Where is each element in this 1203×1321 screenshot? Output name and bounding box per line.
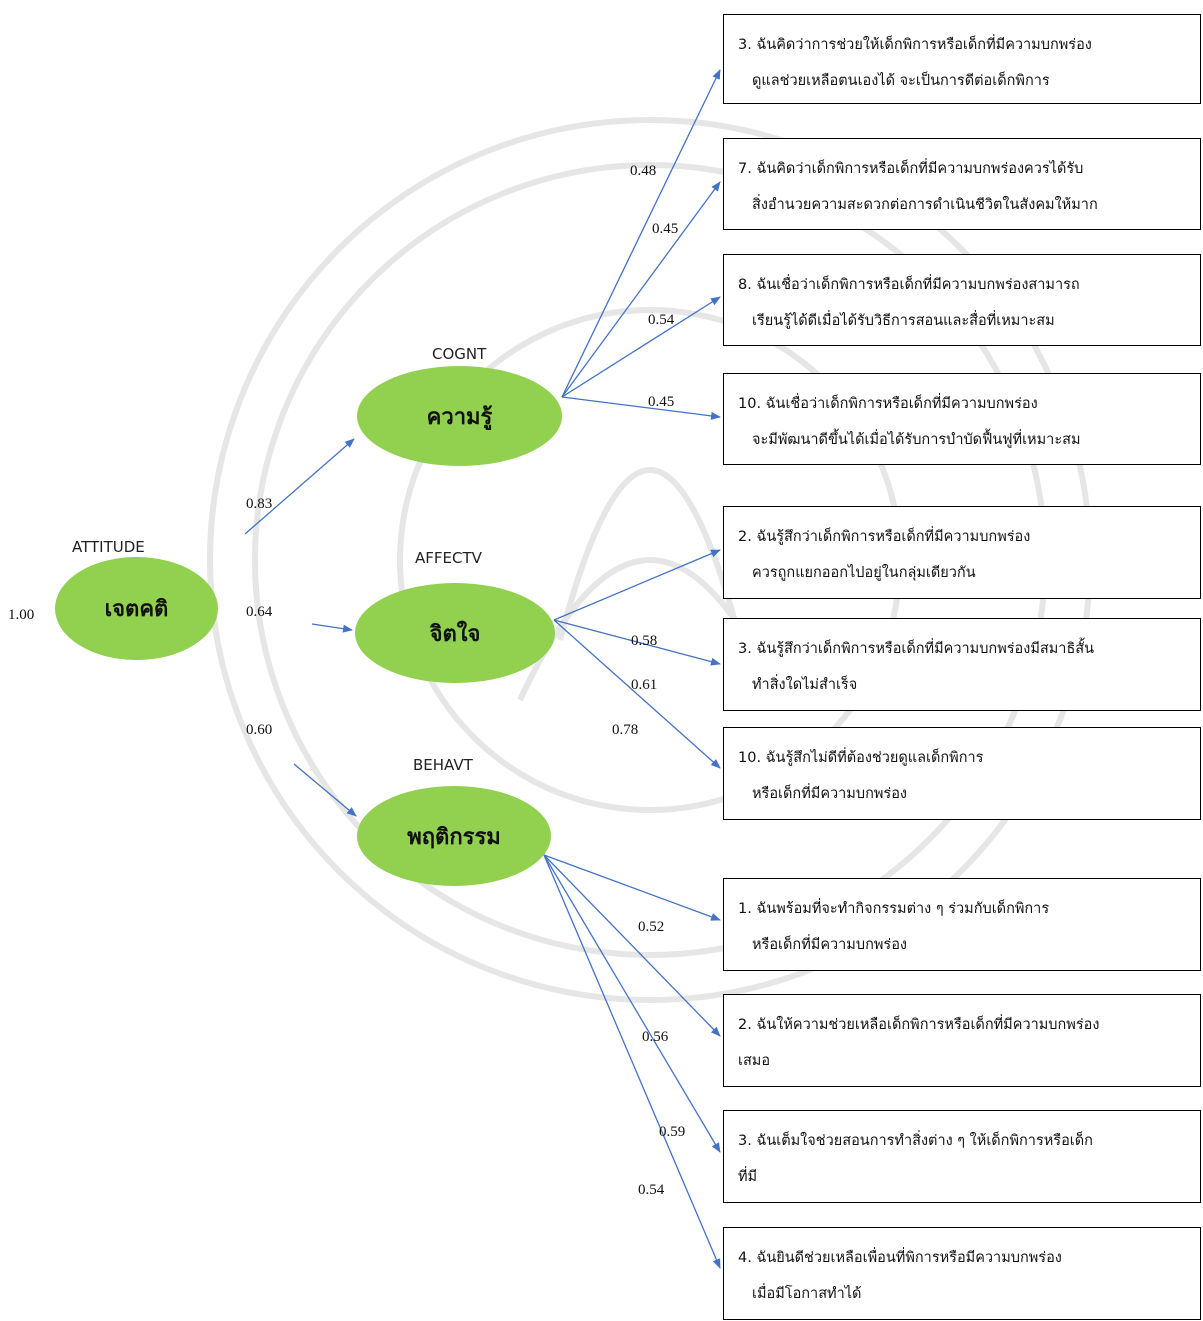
- arrow-attitude-affectv: [311, 623, 353, 633]
- node-cognt: ความรู้: [357, 366, 562, 466]
- arrow-cognt-item-2: [561, 181, 721, 398]
- item-text: หรือเด็กที่มีความบกพร่อง: [752, 786, 907, 802]
- item-text: จะมีพัฒนาดีขึ้นได้เมื่อได้รับการบำบัดฟื้…: [752, 432, 1081, 448]
- item-text: 10. ฉันรู้สึกไม่ดีที่ต้องช่วยดูแลเด็กพิก…: [738, 750, 984, 766]
- loading-behavt-3: 0.59: [659, 1124, 686, 1140]
- item-box-behavt-3: 3. ฉันเต็มใจช่วยสอนการทำสิ่งต่าง ๆ ให้เด…: [723, 1110, 1201, 1203]
- item-box-cognt-8: 8. ฉันเชื่อว่าเด็กพิการหรือเด็กที่มีความ…: [723, 254, 1201, 346]
- item-text: ดูแลช่วยเหลือตนเองได้ จะเป็นการดีต่อเด็ก…: [752, 73, 1050, 89]
- item-text: 7. ฉันคิดว่าเด็กพิการหรือเด็กที่มีความบก…: [738, 161, 1084, 177]
- arrow-behavt-item-4: [543, 854, 721, 1269]
- item-text: 4. ฉันยินดีช่วยเหลือเพื่อนที่พิการหรือมี…: [738, 1250, 1062, 1266]
- item-text: 3. ฉันรู้สึกว่าเด็กพิการหรือเด็กที่มีควา…: [738, 641, 1095, 657]
- item-box-cognt-7: 7. ฉันคิดว่าเด็กพิการหรือเด็กที่มีความบก…: [723, 138, 1201, 230]
- loading-cognt-4: 0.45: [648, 394, 675, 410]
- attitude-variance: 1.00: [8, 607, 35, 623]
- item-box-affectv-3: 3. ฉันรู้สึกว่าเด็กพิการหรือเด็กที่มีควา…: [723, 618, 1201, 711]
- item-text: หรือเด็กที่มีความบกพร่อง: [752, 937, 907, 953]
- item-text: 3. ฉันคิดว่าการช่วยให้เด็กพิการหรือเด็กท…: [738, 37, 1092, 53]
- item-text: สิ่งอำนวยความสะดวกต่อการดำเนินชีวิตในสัง…: [752, 197, 1098, 213]
- arrow-attitude-cognt: [244, 438, 355, 535]
- item-box-cognt-10: 10. ฉันเชื่อว่าเด็กพิการหรือเด็กที่มีควา…: [723, 373, 1201, 465]
- item-box-behavt-4: 4. ฉันยินดีช่วยเหลือเพื่อนที่พิการหรือมี…: [723, 1227, 1201, 1320]
- node-behavt: พฤติกรรม: [357, 786, 551, 886]
- item-text: เรียนรู้ได้ดีเมื่อได้รับวิธีการสอนและสื่…: [752, 313, 1055, 329]
- arrow-affectv-item-2: [553, 619, 721, 666]
- item-text: 10. ฉันเชื่อว่าเด็กพิการหรือเด็กที่มีควา…: [738, 396, 1038, 412]
- cognt-label: ความรู้: [426, 404, 493, 430]
- item-box-affectv-2: 2. ฉันรู้สึกว่าเด็กพิการหรือเด็กที่มีควา…: [723, 506, 1201, 599]
- loading-cognt-2: 0.45: [652, 221, 679, 237]
- item-text: ที่มี: [738, 1169, 758, 1185]
- arrow-behavt-item-3: [543, 854, 721, 1153]
- behavt-tag: BEHAVT: [413, 756, 473, 774]
- path-coef-cognt: 0.83: [246, 496, 273, 512]
- arrow-cognt-item-4: [561, 396, 721, 420]
- arrow-affectv-item-3: [553, 619, 721, 769]
- item-text: เมื่อมีโอกาสทำได้: [752, 1286, 862, 1302]
- behavt-label: พฤติกรรม: [407, 824, 501, 850]
- arrow-affectv-item-1: [553, 549, 721, 621]
- arrow-cognt-item-3: [561, 296, 721, 398]
- item-box-behavt-1: 1. ฉันพร้อมที่จะทำกิจกรรมต่าง ๆ ร่วมกับเ…: [723, 878, 1201, 971]
- node-affectv: จิตใจ: [355, 583, 555, 683]
- node-attitude: เจตคติ: [55, 557, 218, 660]
- item-box-affectv-10: 10. ฉันรู้สึกไม่ดีที่ต้องช่วยดูแลเด็กพิก…: [723, 727, 1201, 820]
- item-text: 8. ฉันเชื่อว่าเด็กพิการหรือเด็กที่มีความ…: [738, 277, 1080, 293]
- affectv-tag: AFFECTV: [415, 549, 482, 567]
- item-text: ควรถูกแยกออกไปอยู่ในกลุ่มเดียวกัน: [752, 565, 976, 581]
- loading-behavt-2: 0.56: [642, 1029, 669, 1045]
- attitude-label: เจตคติ: [104, 597, 169, 622]
- loading-affectv-1: 0.58: [631, 633, 658, 649]
- cognt-tag: COGNT: [432, 345, 487, 363]
- path-coef-affectv: 0.64: [246, 604, 273, 620]
- attitude-tag: ATTITUDE: [72, 538, 145, 556]
- arrow-behavt-item-1: [543, 854, 721, 921]
- item-text: ทำสิ่งใดไม่สำเร็จ: [752, 677, 858, 693]
- item-text: 2. ฉันรู้สึกว่าเด็กพิการหรือเด็กที่มีควา…: [738, 529, 1031, 545]
- item-text: เสมอ: [738, 1053, 771, 1069]
- loading-affectv-3: 0.78: [612, 722, 639, 738]
- loading-behavt-4: 0.54: [638, 1182, 665, 1198]
- item-box-behavt-2: 2. ฉันให้ความช่วยเหลือเด็กพิการหรือเด็กท…: [723, 994, 1201, 1087]
- item-text: 3. ฉันเต็มใจช่วยสอนการทำสิ่งต่าง ๆ ให้เด…: [738, 1133, 1093, 1149]
- loading-cognt-1: 0.48: [630, 163, 657, 179]
- affectv-label: จิตใจ: [429, 621, 481, 647]
- item-box-cognt-3: 3. ฉันคิดว่าการช่วยให้เด็กพิการหรือเด็กท…: [723, 14, 1201, 104]
- item-text: 2. ฉันให้ความช่วยเหลือเด็กพิการหรือเด็กท…: [738, 1017, 1100, 1033]
- item-text: 1. ฉันพร้อมที่จะทำกิจกรรมต่าง ๆ ร่วมกับเ…: [738, 901, 1050, 917]
- path-coef-behavt: 0.60: [246, 722, 273, 738]
- arrow-attitude-behavt: [293, 763, 357, 817]
- loading-behavt-1: 0.52: [638, 919, 665, 935]
- loading-affectv-2: 0.61: [631, 677, 658, 693]
- arrow-cognt-item-1: [561, 69, 721, 398]
- loading-cognt-3: 0.54: [648, 312, 675, 328]
- arrow-behavt-item-2: [543, 854, 721, 1037]
